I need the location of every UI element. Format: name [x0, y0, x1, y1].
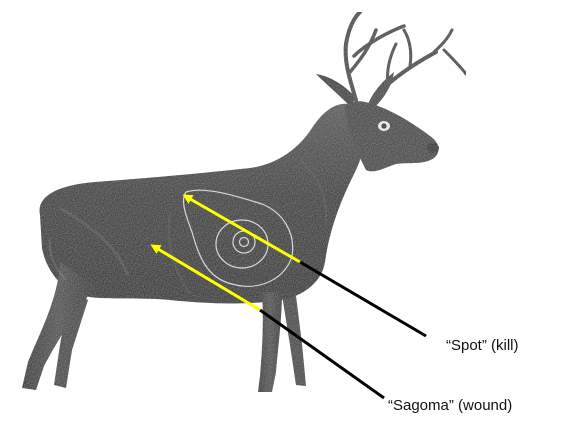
deer-nose	[427, 143, 439, 153]
deer-antlers	[346, 12, 466, 100]
deer-body	[40, 104, 365, 304]
spot-label: “Spot” (kill)	[446, 338, 519, 353]
sagoma-label: “Sagoma” (wound)	[388, 398, 512, 413]
deer-target-image	[22, 12, 466, 392]
deer-front-leg-near	[258, 292, 282, 392]
